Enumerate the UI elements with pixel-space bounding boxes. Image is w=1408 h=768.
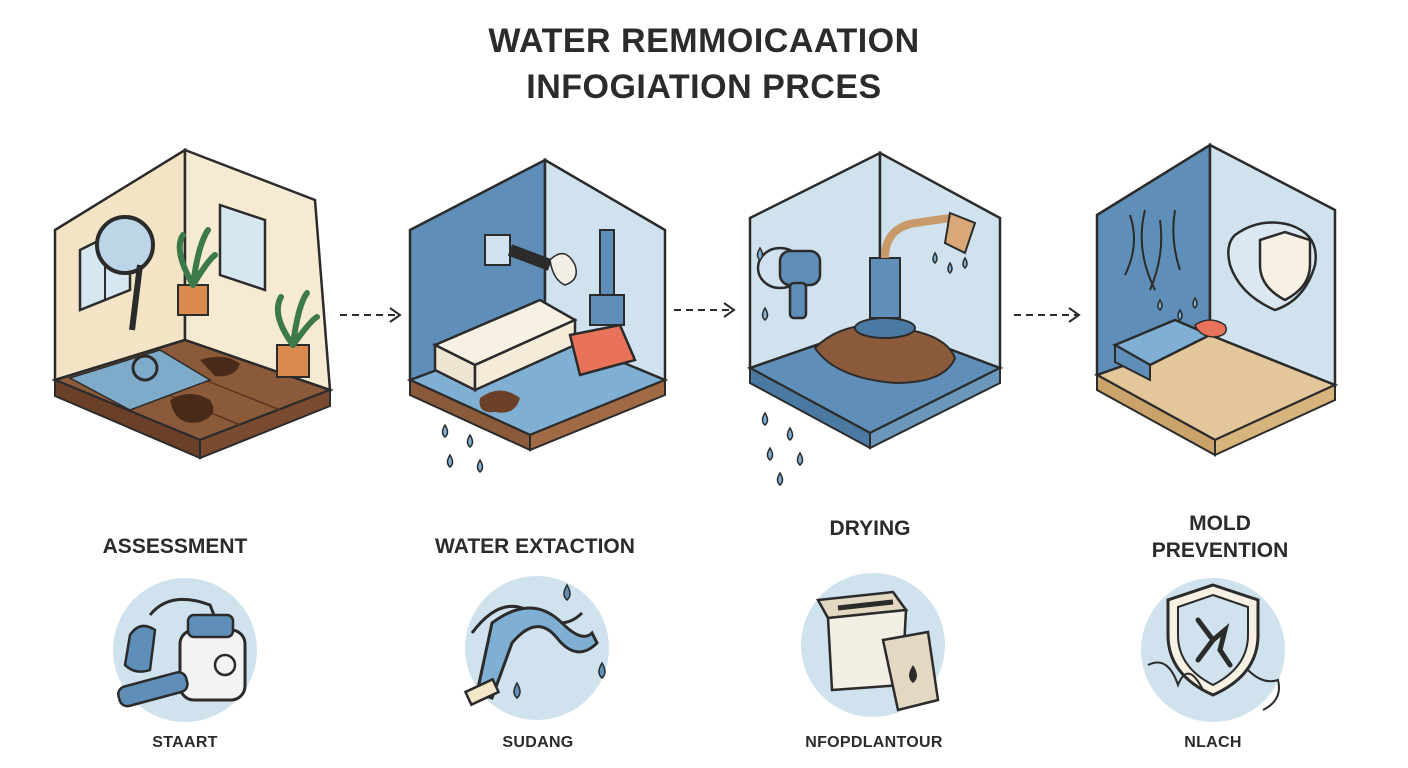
- water-extraction-scene: [406, 157, 669, 473]
- step-label-mold-prevention: MOLD PREVENTION: [1151, 512, 1289, 562]
- step-label-water-extraction: WATER EXTACTION: [435, 535, 635, 558]
- sub-label-drying: NFOPDLANTOUR: [805, 734, 943, 751]
- sub-label-mold-prevention: NLACH: [1184, 734, 1242, 751]
- shield-icon: [1141, 578, 1285, 722]
- arrow-icon: [674, 302, 736, 318]
- step-label-drying: DRYING: [829, 517, 911, 540]
- page-title: WATER REMMOICAATION INFOGIATION PRCES: [0, 18, 1408, 110]
- hose-icon: [463, 576, 609, 720]
- arrow-icon: [340, 307, 402, 323]
- sub-label-water-extraction: SUDANG: [502, 734, 574, 751]
- step-label-assessment: ASSESSMENT: [102, 535, 248, 558]
- dehumidifier-icon: [801, 573, 945, 717]
- title-line-1: WATER REMMOICAATION: [488, 22, 920, 60]
- carpet-cleaner-icon: [113, 578, 257, 722]
- assessment-scene: [51, 147, 334, 460]
- mold-prevention-scene: [1093, 142, 1339, 457]
- title-line-2: INFOGIATION PRCES: [526, 68, 882, 106]
- drying-scene: [746, 150, 1004, 486]
- arrow-icon: [1014, 307, 1081, 323]
- sub-label-assessment: STAART: [152, 734, 218, 751]
